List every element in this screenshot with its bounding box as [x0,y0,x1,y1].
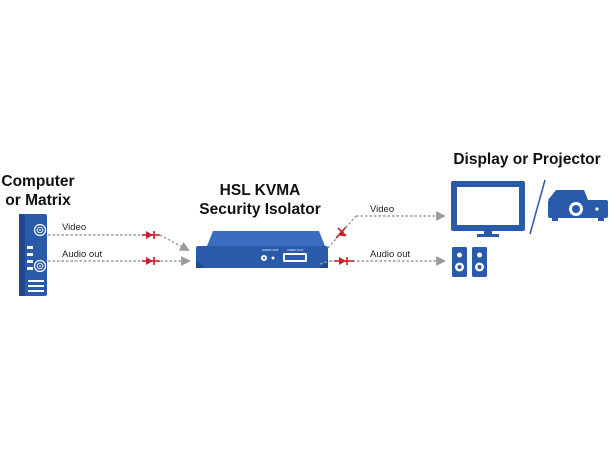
device-title-line2: Security Isolator [199,201,321,218]
video-out-label: Video [370,204,395,215]
diode-icon [142,257,160,265]
diode-icon [142,231,160,239]
monitor-icon [451,181,525,237]
projector-icon [548,190,608,221]
device-title: HSL KVMA Security Isolator [196,181,324,219]
source-title-line2: or Matrix [5,192,71,209]
destination-title: Display or Projector [453,151,601,168]
audio-in-label: Audio out [62,249,103,260]
video-out-line [327,211,446,249]
kvm-device-icon: AUDIO OUT VIDEO OUT [196,231,328,268]
video-in-line [48,234,190,251]
device-title-line1: HSL KVMA [219,182,301,199]
speakers-icon [452,247,487,277]
panel-label-left: AUDIO OUT [262,248,279,252]
source-title: Computer or Matrix [0,172,76,210]
computer-tower-icon [19,214,47,296]
video-in-label: Video [62,222,87,233]
panel-label-right: VIDEO OUT [287,248,304,252]
audio-out-label: Audio out [370,249,411,260]
separator [529,179,546,235]
source-title-line1: Computer [1,173,75,190]
diode-icon [334,257,354,265]
diode-icon [335,226,347,239]
